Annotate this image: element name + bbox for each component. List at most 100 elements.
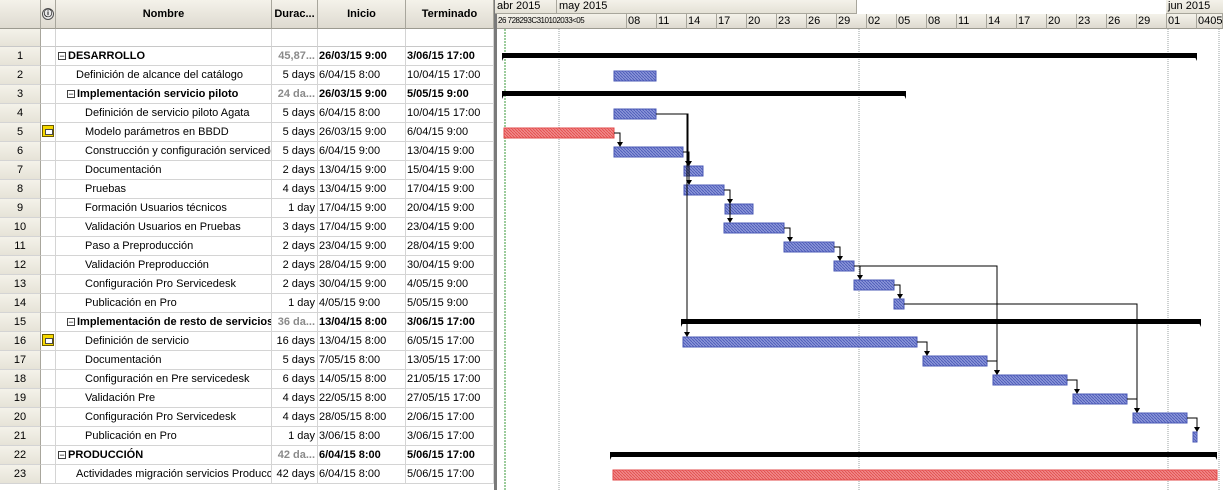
- task-duration[interactable]: 42 da...: [272, 446, 318, 465]
- task-finish[interactable]: 5/06/15 17:00: [406, 465, 494, 484]
- task-duration[interactable]: 2 days: [272, 256, 318, 275]
- task-start[interactable]: 23/04/15 9:00: [318, 237, 406, 256]
- task-start[interactable]: 6/04/15 8:00: [318, 104, 406, 123]
- task-name[interactable]: Definición de alcance del catálogo: [56, 66, 272, 85]
- task-duration[interactable]: 6 days: [272, 370, 318, 389]
- task-finish[interactable]: 3/06/15 17:00: [406, 47, 494, 66]
- task-name[interactable]: Configuración en Pre servicedesk: [56, 370, 272, 389]
- task-name[interactable]: Actividades migración servicios Producci…: [56, 465, 272, 484]
- task-name[interactable]: Validación Pre: [56, 389, 272, 408]
- task-start[interactable]: 30/04/15 9:00: [318, 275, 406, 294]
- task-finish[interactable]: 10/04/15 17:00: [406, 104, 494, 123]
- task-name[interactable]: Definición de servicio: [56, 332, 272, 351]
- task-duration[interactable]: 1 day: [272, 199, 318, 218]
- task-duration[interactable]: 2 days: [272, 237, 318, 256]
- task-finish[interactable]: 30/04/15 9:00: [406, 256, 494, 275]
- task-id[interactable]: 9: [0, 199, 41, 218]
- task-start[interactable]: 3/06/15 8:00: [318, 427, 406, 446]
- task-name[interactable]: Configuración Pro Servicedesk: [56, 275, 272, 294]
- task-name[interactable]: Modelo parámetros en BBDD: [56, 123, 272, 142]
- task-finish[interactable]: 23/04/15 9:00: [406, 218, 494, 237]
- task-id[interactable]: 22: [0, 446, 41, 465]
- task-duration[interactable]: 5 days: [272, 351, 318, 370]
- task-start[interactable]: 17/04/15 9:00: [318, 218, 406, 237]
- task-finish[interactable]: 15/04/15 9:00: [406, 161, 494, 180]
- task-name[interactable]: −Implementación servicio piloto: [56, 85, 272, 104]
- task-duration[interactable]: 4 days: [272, 389, 318, 408]
- task-start[interactable]: 6/04/15 8:00: [318, 66, 406, 85]
- task-name[interactable]: Documentación: [56, 351, 272, 370]
- task-name[interactable]: Validación Usuarios en Pruebas: [56, 218, 272, 237]
- collapse-toggle[interactable]: −: [58, 450, 66, 461]
- task-duration[interactable]: 3 days: [272, 218, 318, 237]
- task-start[interactable]: 22/05/15 8:00: [318, 389, 406, 408]
- task-start[interactable]: 7/05/15 8:00: [318, 351, 406, 370]
- task-start[interactable]: 26/03/15 9:00: [318, 123, 406, 142]
- task-start[interactable]: 4/05/15 9:00: [318, 294, 406, 313]
- column-header-duration[interactable]: Durac...: [272, 0, 318, 29]
- task-id[interactable]: 8: [0, 180, 41, 199]
- column-header-indicators[interactable]: ⓘ: [41, 0, 56, 29]
- task-duration[interactable]: 2 days: [272, 275, 318, 294]
- task-start[interactable]: 14/05/15 8:00: [318, 370, 406, 389]
- column-header-id[interactable]: [0, 0, 41, 29]
- task-duration[interactable]: 5 days: [272, 142, 318, 161]
- task-start[interactable]: 6/04/15 9:00: [318, 142, 406, 161]
- task-finish[interactable]: 21/05/15 17:00: [406, 370, 494, 389]
- task-id[interactable]: 6: [0, 142, 41, 161]
- task-start[interactable]: 6/04/15 8:00: [318, 465, 406, 484]
- task-finish[interactable]: 5/05/15 9:00: [406, 85, 494, 104]
- task-start[interactable]: 17/04/15 9:00: [318, 199, 406, 218]
- task-finish[interactable]: 3/06/15 17:00: [406, 427, 494, 446]
- task-start[interactable]: 13/04/15 8:00: [318, 332, 406, 351]
- task-finish[interactable]: 6/04/15 9:00: [406, 123, 494, 142]
- task-duration[interactable]: 24 da...: [272, 85, 318, 104]
- task-duration[interactable]: 45,87...: [272, 47, 318, 66]
- task-id[interactable]: 17: [0, 351, 41, 370]
- task-start[interactable]: 13/04/15 9:00: [318, 180, 406, 199]
- column-header-finish[interactable]: Terminado: [406, 0, 494, 29]
- task-name[interactable]: Definición de servicio piloto Agata: [56, 104, 272, 123]
- task-start[interactable]: 26/03/15 9:00: [318, 85, 406, 104]
- task-finish[interactable]: 5/06/15 17:00: [406, 446, 494, 465]
- task-name[interactable]: −PRODUCCIÓN: [56, 446, 272, 465]
- task-id[interactable]: 23: [0, 465, 41, 484]
- task-name[interactable]: Configuración Pro Servicedesk: [56, 408, 272, 427]
- task-start[interactable]: 6/04/15 8:00: [318, 446, 406, 465]
- task-start[interactable]: 13/04/15 8:00: [318, 313, 406, 332]
- task-id[interactable]: 2: [0, 66, 41, 85]
- task-finish[interactable]: 2/06/15 17:00: [406, 408, 494, 427]
- task-name[interactable]: −DESARROLLO: [56, 47, 272, 66]
- task-finish[interactable]: 5/05/15 9:00: [406, 294, 494, 313]
- task-duration[interactable]: 4 days: [272, 180, 318, 199]
- task-id[interactable]: 13: [0, 275, 41, 294]
- task-duration[interactable]: 1 day: [272, 427, 318, 446]
- task-name[interactable]: Validación Preproducción: [56, 256, 272, 275]
- task-id[interactable]: 12: [0, 256, 41, 275]
- task-duration[interactable]: 42 days: [272, 465, 318, 484]
- task-name[interactable]: Pruebas: [56, 180, 272, 199]
- collapse-toggle[interactable]: −: [58, 51, 66, 62]
- task-id[interactable]: 3: [0, 85, 41, 104]
- task-name[interactable]: −Implementación de resto de servicios: [56, 313, 272, 332]
- task-id[interactable]: 4: [0, 104, 41, 123]
- task-duration[interactable]: 1 day: [272, 294, 318, 313]
- task-duration[interactable]: 16 days: [272, 332, 318, 351]
- column-header-start[interactable]: Inicio: [318, 0, 406, 29]
- column-header-name[interactable]: Nombre: [56, 0, 272, 29]
- task-id[interactable]: 20: [0, 408, 41, 427]
